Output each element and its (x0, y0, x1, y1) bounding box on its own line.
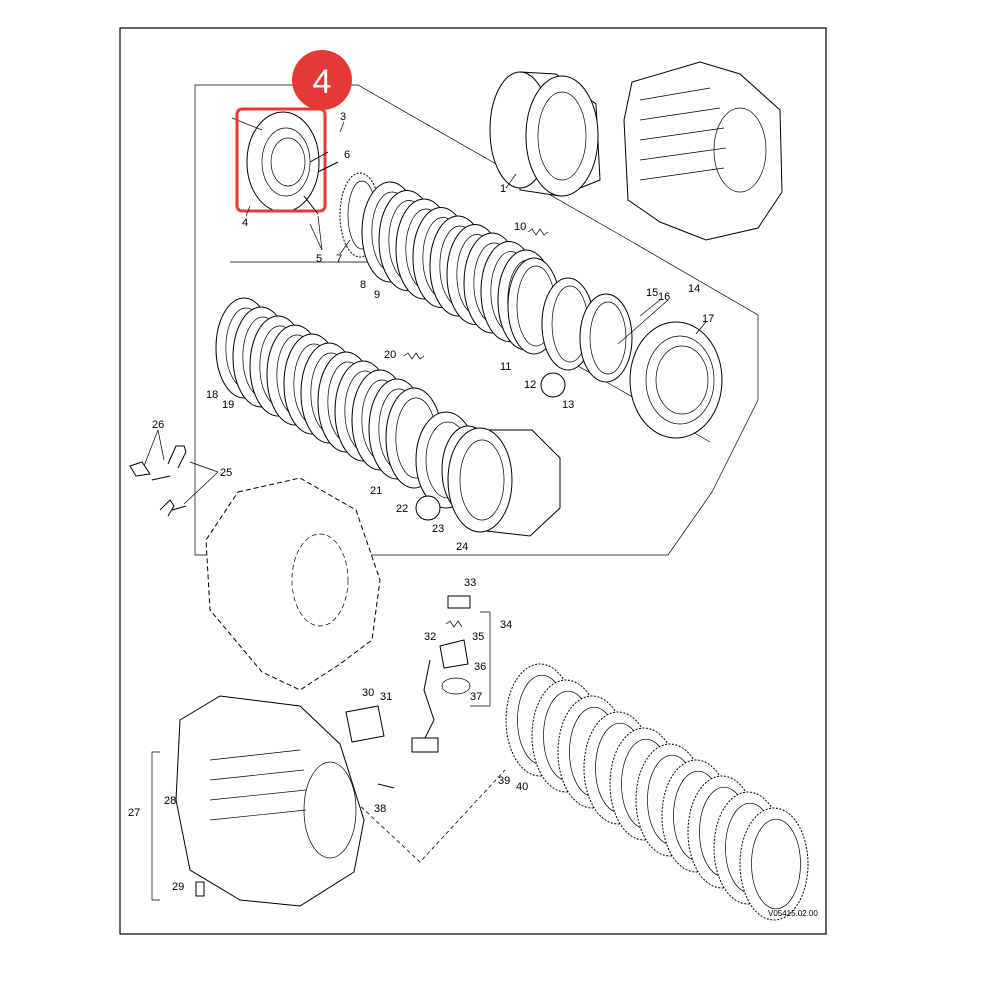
group-34-bracket (470, 611, 491, 707)
label-18: 18 (206, 389, 218, 401)
disc-pack-middle (215, 297, 443, 489)
label-26: 26 (152, 419, 164, 431)
label-20: 20 (384, 349, 396, 361)
callout-number: 4 (313, 63, 332, 101)
disc-pack-lower (505, 663, 809, 921)
label-15: 15 (646, 287, 658, 299)
valve-assembly-part-32-37 (411, 595, 471, 753)
label-1: 1 (500, 183, 506, 195)
bracket-part-25-26 (129, 445, 187, 517)
label-27: 27 (128, 807, 140, 819)
plug-part-29 (195, 881, 205, 897)
bolt-part-38 (377, 783, 395, 789)
cover-plate-part-4 (231, 111, 320, 213)
clutch-disc (739, 807, 809, 921)
label-11: 11 (500, 361, 511, 373)
label-3: 3 (340, 111, 346, 123)
label-24: 24 (456, 541, 468, 553)
label-39: 39 (498, 775, 510, 787)
leader-lines (143, 121, 707, 505)
bolts-part-5-6 (303, 151, 339, 215)
label-25: 25 (220, 467, 232, 479)
transmission-housing-top (623, 61, 783, 241)
label-30: 30 (362, 687, 374, 699)
label-14: 14 (688, 283, 700, 295)
clutch-disc-inner (751, 818, 801, 910)
label-23: 23 (432, 523, 444, 535)
label-17: 17 (702, 313, 714, 325)
label-36: 36 (474, 661, 486, 673)
label-6: 6 (344, 149, 350, 161)
label-9: 9 (374, 289, 380, 301)
rings-part-11-12-13 (507, 257, 633, 398)
label-16: 16 (658, 291, 670, 303)
label-32: 32 (424, 631, 436, 643)
label-31: 31 (380, 691, 392, 703)
label-37: 37 (470, 691, 482, 703)
label-12: 12 (524, 379, 536, 391)
label-7: 7 (336, 253, 342, 265)
label-10: 10 (514, 221, 526, 233)
rings-part-22-23-24 (415, 411, 561, 537)
part-labels: 1 3 4 5 6 7 8 9 10 11 12 13 14 15 16 17 … (128, 111, 714, 893)
frame-border (119, 27, 827, 935)
label-5: 5 (316, 253, 322, 265)
drawing-code: V05415.02.00 (768, 909, 818, 918)
piston-housing-part-17 (629, 321, 723, 439)
transmission-housing-part-28 (175, 695, 365, 907)
springs-part-10-20 (403, 228, 549, 360)
label-4: 4 (242, 217, 248, 229)
label-8: 8 (360, 279, 366, 291)
label-13: 13 (562, 399, 574, 411)
lower-guide-line (355, 769, 506, 863)
highlight-box (235, 107, 327, 213)
label-21: 21 (370, 485, 382, 497)
label-33: 33 (464, 577, 476, 589)
label-40: 40 (516, 781, 528, 793)
label-38: 38 (374, 803, 386, 815)
cover-part-30 (345, 705, 385, 743)
clutch-drum-part-1 (489, 71, 601, 197)
label-28: 28 (164, 795, 176, 807)
label-19: 19 (222, 399, 234, 411)
callout-badge: 4 (292, 50, 352, 110)
label-34: 34 (500, 619, 512, 631)
label-22: 22 (396, 503, 408, 515)
label-29: 29 (172, 881, 184, 893)
label-35: 35 (472, 631, 484, 643)
converter-housing (205, 477, 381, 691)
group-27-bracket (151, 751, 160, 901)
